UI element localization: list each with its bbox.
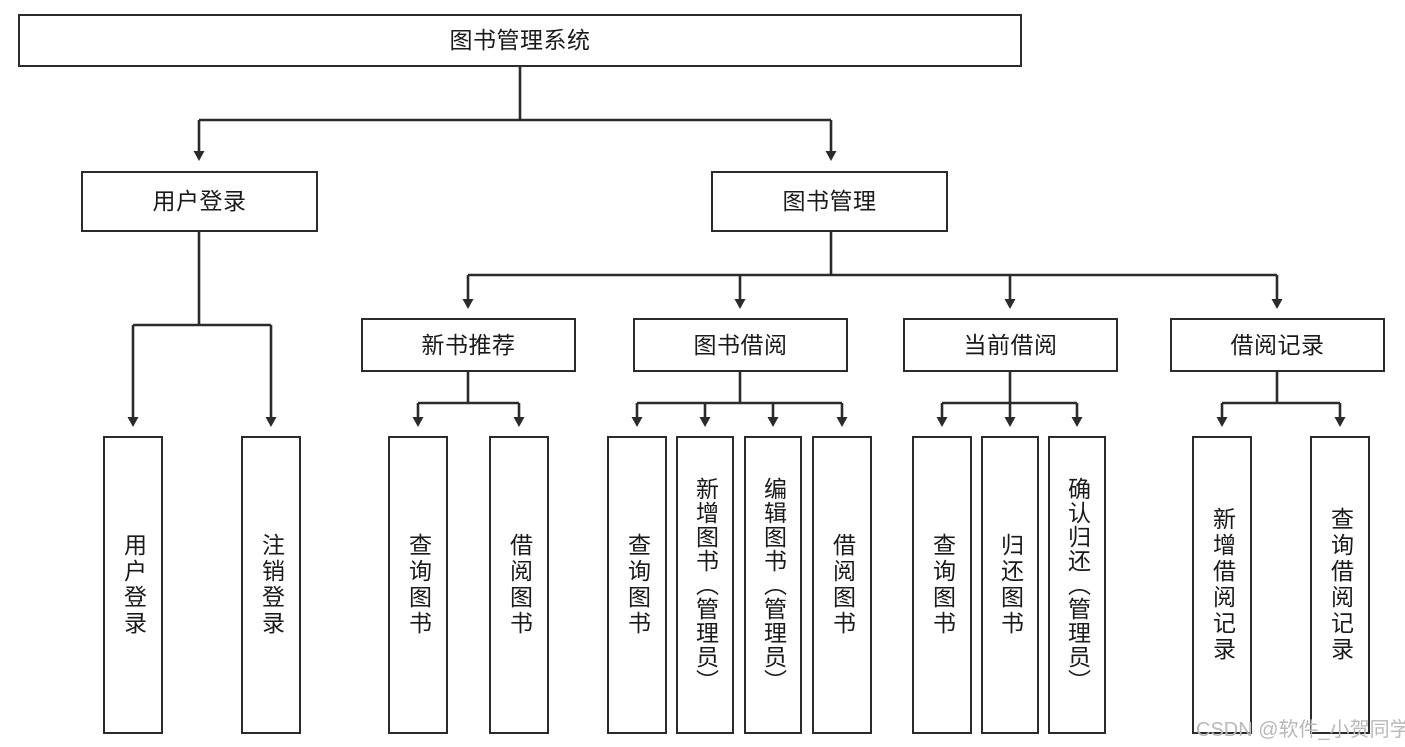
node-label: 用户登录 [120,533,147,637]
node-label: 新书推荐 [421,331,516,358]
node-label: 借阅记录 [1230,331,1325,358]
node-label: 新增借阅记录 [1209,507,1236,663]
node-label: 当前借阅 [963,331,1058,358]
node-label: 用户登录 [152,188,247,215]
node-label: 编辑图书（管理员） [760,477,787,693]
node-leaf-confirm-return-admin[interactable]: 确认归还（管理员） [1048,436,1106,734]
node-leaf-edit-book-admin[interactable]: 编辑图书（管理员） [744,436,802,734]
node-label: 图书管理 [782,188,877,215]
node-book-borrowing[interactable]: 图书借阅 [633,318,848,372]
node-borrowing-record[interactable]: 借阅记录 [1170,318,1385,372]
node-new-book-recommendation[interactable]: 新书推荐 [361,318,576,372]
node-leaf-user-login[interactable]: 用户登录 [103,436,163,734]
node-label: 查询图书 [929,533,956,637]
node-current-borrowing[interactable]: 当前借阅 [903,318,1118,372]
csdn-watermark: CSDN @软件_小贺同学 [1196,719,1405,741]
node-label: 查询图书 [405,533,432,637]
node-leaf-query-books-current[interactable]: 查询图书 [912,436,972,734]
node-label: 借阅图书 [506,533,533,637]
node-leaf-add-book-admin[interactable]: 新增图书（管理员） [676,436,734,734]
node-leaf-borrow-books-rec[interactable]: 借阅图书 [489,436,549,734]
node-leaf-logout[interactable]: 注销登录 [241,436,301,734]
node-label: 注销登录 [258,533,285,637]
node-label: 查询借阅记录 [1327,507,1354,663]
node-label: 借阅图书 [829,533,856,637]
node-leaf-borrow-books[interactable]: 借阅图书 [812,436,872,734]
node-label: 归还图书 [997,533,1024,637]
node-label: 新增图书（管理员） [692,477,719,693]
node-leaf-query-borrow-record[interactable]: 查询借阅记录 [1310,436,1370,734]
node-leaf-query-books-borrow[interactable]: 查询图书 [607,436,667,734]
node-book-management[interactable]: 图书管理 [711,171,948,232]
node-label: 图书管理系统 [449,27,591,54]
node-label: 图书借阅 [693,331,788,358]
node-book-management-system[interactable]: 图书管理系统 [18,14,1022,67]
node-leaf-query-books-rec[interactable]: 查询图书 [388,436,448,734]
node-leaf-return-books[interactable]: 归还图书 [981,436,1039,734]
node-label: 查询图书 [624,533,651,637]
node-leaf-add-borrow-record[interactable]: 新增借阅记录 [1192,436,1252,734]
node-user-login[interactable]: 用户登录 [81,171,318,232]
node-label: 确认归还（管理员） [1064,477,1091,693]
